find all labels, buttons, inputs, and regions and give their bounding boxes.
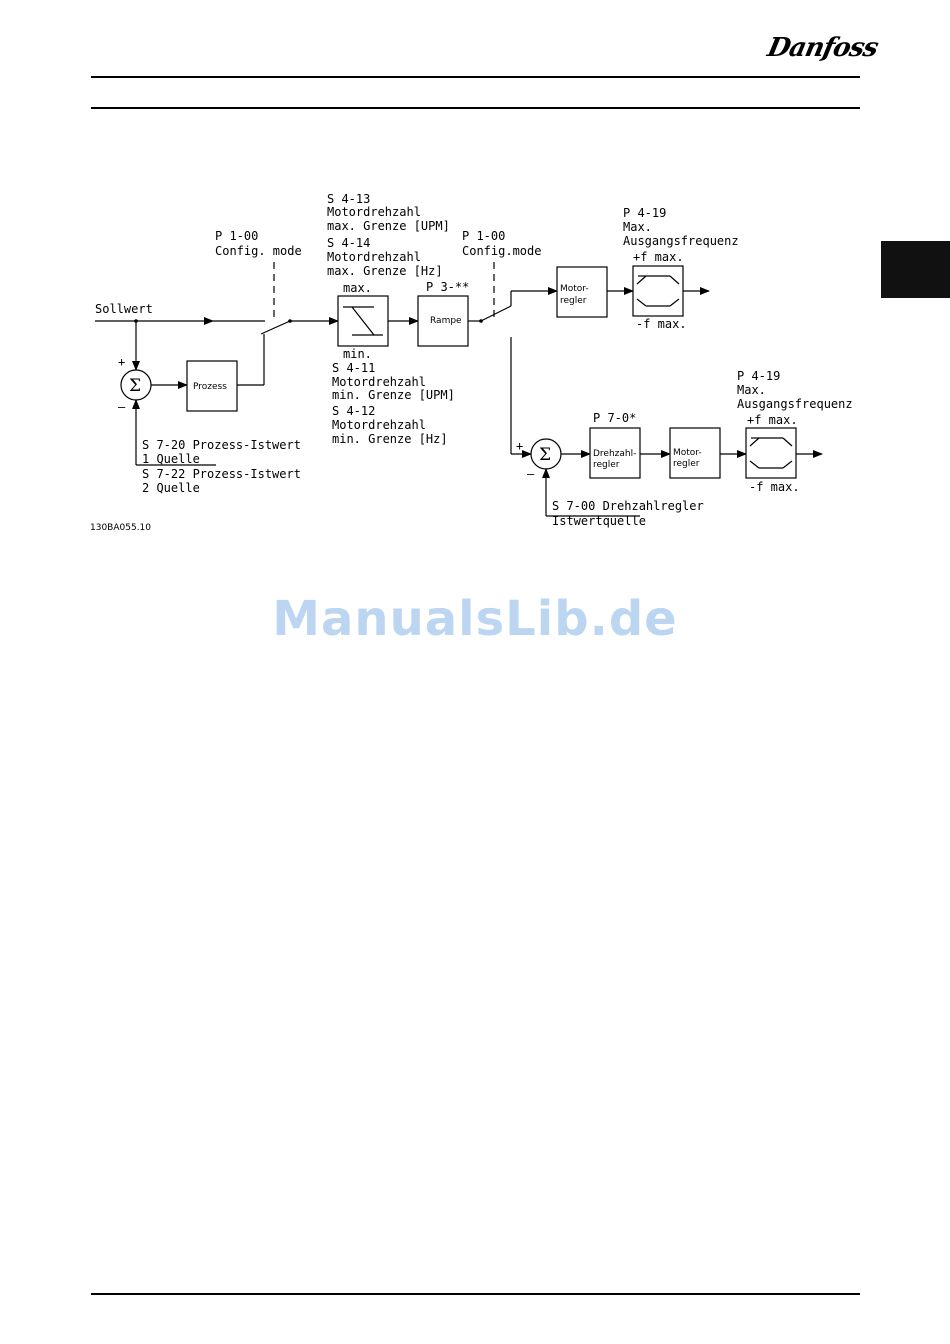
s414-line1: S 4-14 — [327, 236, 370, 250]
p419top-line3: Ausgangsfrequenz — [623, 234, 739, 248]
s414-line2: Motordrehzahl — [327, 250, 421, 264]
freq-limiter-bottom-block — [745, 427, 797, 479]
flim-bot-g — [782, 460, 793, 469]
s413-line1: S 4-13 — [327, 192, 370, 206]
p70-label: P 7-0* — [593, 411, 636, 425]
p419top-line1: P 4-19 — [623, 206, 666, 220]
sum2-plus: + — [516, 439, 523, 453]
header-rule-bottom — [91, 107, 860, 109]
s412-line2: Motordrehzahl — [332, 418, 426, 432]
p419bot-line1: P 4-19 — [737, 369, 780, 383]
sum2-minus: – — [527, 467, 535, 481]
s412-line3: min. Grenze [Hz] — [332, 432, 448, 446]
s722-line2: 2 Quelle — [142, 481, 200, 495]
figure-code: 130BA055.10 — [90, 523, 151, 533]
rampe-label: Rampe — [430, 316, 462, 326]
fmax-top-minus: -f max. — [636, 317, 687, 331]
flim-top-d — [669, 275, 680, 285]
motorregler-bottom-label-1: Motor- — [673, 448, 702, 458]
s720-line1: S 7-20 Prozess-Istwert — [142, 438, 301, 452]
sum1-plus: + — [118, 355, 125, 369]
freq-limiter-top-block — [632, 265, 684, 317]
flim-bot-c — [749, 437, 760, 447]
p100a-line2: Config. mode — [215, 244, 302, 258]
drehzahlregler-block — [589, 427, 641, 479]
flim-bot-e — [749, 460, 760, 469]
prozess-block — [186, 360, 238, 412]
chapter-tab — [881, 241, 950, 298]
prozess-label: Prozess — [193, 382, 227, 392]
p3-label: P 3-** — [426, 280, 469, 294]
s700-line2: Istwertquelle — [552, 514, 646, 528]
motorregler-bottom-block — [669, 427, 721, 479]
s411-line3: min. Grenze [UPM] — [332, 388, 455, 402]
drehzahlregler-label-2: regler — [593, 460, 620, 470]
watermark: ManualsLib.de — [272, 591, 678, 647]
p419top-line2: Max. — [623, 220, 652, 234]
sum1-minus: – — [118, 400, 126, 414]
s700-line1: S 7-00 Drehzahlregler — [552, 499, 704, 513]
p419bot-line3: Ausgangsfrequenz — [737, 397, 853, 411]
input-label: Sollwert — [95, 302, 153, 316]
s411-line2: Motordrehzahl — [332, 375, 426, 389]
motorregler-top-block — [556, 266, 608, 318]
fmax-bot-minus: -f max. — [749, 480, 800, 494]
p419bot-line2: Max. — [737, 383, 766, 397]
motorregler-bottom-label-2: regler — [673, 459, 700, 469]
header-rule-top — [91, 76, 860, 78]
fmax-bot-plus: +f max. — [747, 413, 798, 427]
flim-top-e — [636, 298, 647, 307]
sum2-sigma: Σ — [539, 445, 551, 465]
s413-line3: max. Grenze [UPM] — [327, 219, 450, 233]
s720-line2: 1 Quelle — [142, 452, 200, 466]
limiter-max: max. — [343, 281, 372, 295]
p100b-line2: Config.mode — [462, 244, 541, 258]
s411-line1: S 4-11 — [332, 361, 375, 375]
s412-line1: S 4-12 — [332, 404, 375, 418]
rampe-block — [417, 295, 469, 347]
flim-top-g — [669, 298, 680, 307]
fmax-top-plus: +f max. — [633, 250, 684, 264]
switch1-lever — [260, 320, 291, 335]
flim-bot-d — [782, 437, 793, 447]
footer-rule — [91, 1293, 860, 1295]
limiter-curve — [343, 306, 383, 336]
motorregler-top-label-2: regler — [560, 296, 587, 306]
flim-top-c — [636, 275, 647, 285]
s414-line3: max. Grenze [Hz] — [327, 264, 443, 278]
drehzahlregler-label-1: Drehzahl- — [593, 449, 636, 459]
s722-line1: S 7-22 Prozess-Istwert — [142, 467, 301, 481]
s413-line2: Motordrehzahl — [327, 205, 421, 219]
sum1-sigma: Σ — [129, 376, 141, 396]
p100a-line1: P 1-00 — [215, 229, 258, 243]
switch2-lever — [480, 305, 512, 322]
limiter-min: min. — [343, 347, 372, 361]
p100b-line1: P 1-00 — [462, 229, 505, 243]
motorregler-top-label-1: Motor- — [560, 284, 589, 294]
